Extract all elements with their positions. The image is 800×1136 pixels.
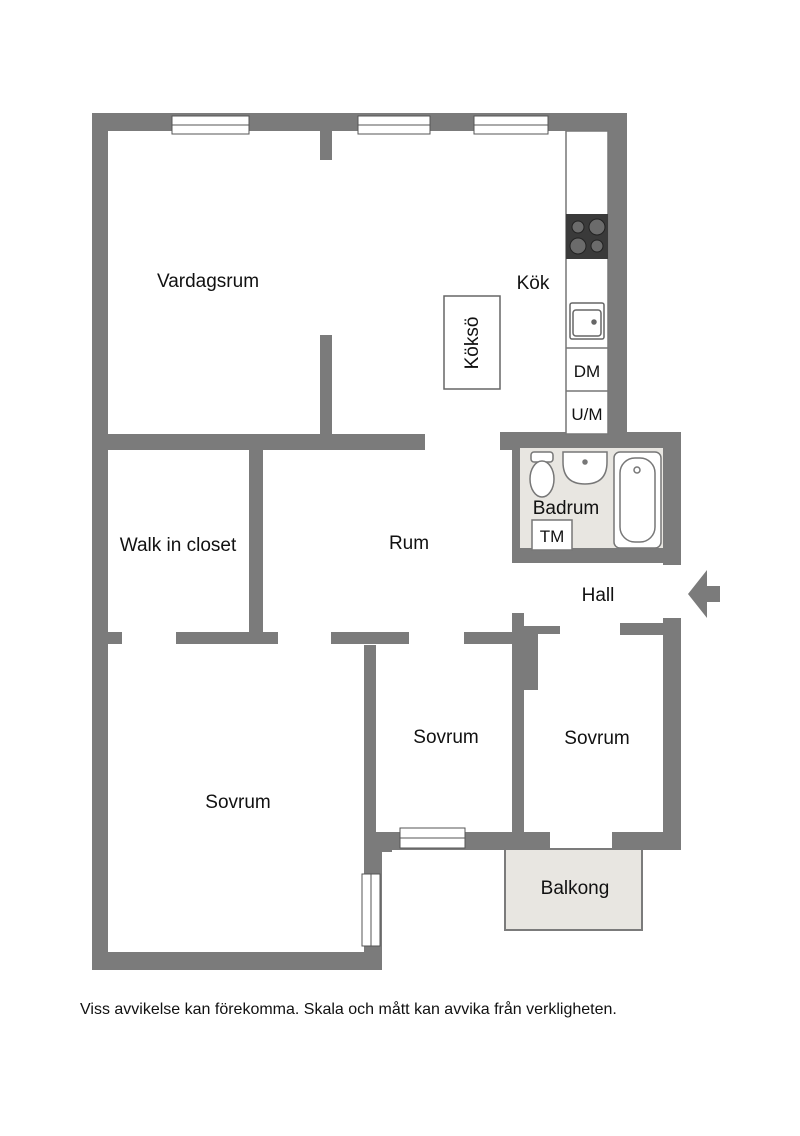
washer-box — [531, 519, 573, 551]
room-label-kok: Kök — [517, 273, 550, 294]
room-label-hall: Hall — [582, 585, 615, 606]
fixture-label-washer: TM — [540, 527, 565, 546]
room-label-sovrum-middle: Sovrum — [413, 727, 478, 748]
fixture-label-oven: U/M — [571, 405, 602, 424]
entrance-arrow-icon — [688, 570, 720, 618]
room-label-kokso: Köksö — [462, 317, 483, 370]
toilet-icon — [529, 451, 555, 498]
room-label-sovrum-large: Sovrum — [205, 792, 270, 813]
interior-walls — [108, 130, 681, 838]
windows — [171, 115, 549, 947]
room-label-badrum: Badrum — [533, 498, 600, 519]
floor-plan: Vardagsrum Kök Köksö Walk in closet Rum … — [92, 113, 720, 970]
room-label-walk-in-closet: Walk in closet — [120, 535, 237, 556]
kitchen-sink-icon — [569, 302, 605, 340]
bathtub-icon — [613, 451, 662, 549]
room-label-vardagsrum: Vardagsrum — [157, 271, 259, 292]
disclaimer-text: Viss avvikelse kan förekomma. Skala och … — [80, 1001, 617, 1018]
room-label-balkong: Balkong — [541, 878, 610, 899]
fixture-label-dishwasher: DM — [574, 362, 600, 381]
kitchen-counter — [565, 130, 609, 435]
stove-icon — [566, 214, 608, 259]
room-label-rum: Rum — [389, 533, 429, 554]
kitchen-island — [443, 295, 501, 390]
room-label-sovrum-right: Sovrum — [564, 728, 629, 749]
balcony-floor — [504, 848, 643, 931]
bathroom-sink-icon — [562, 451, 608, 485]
